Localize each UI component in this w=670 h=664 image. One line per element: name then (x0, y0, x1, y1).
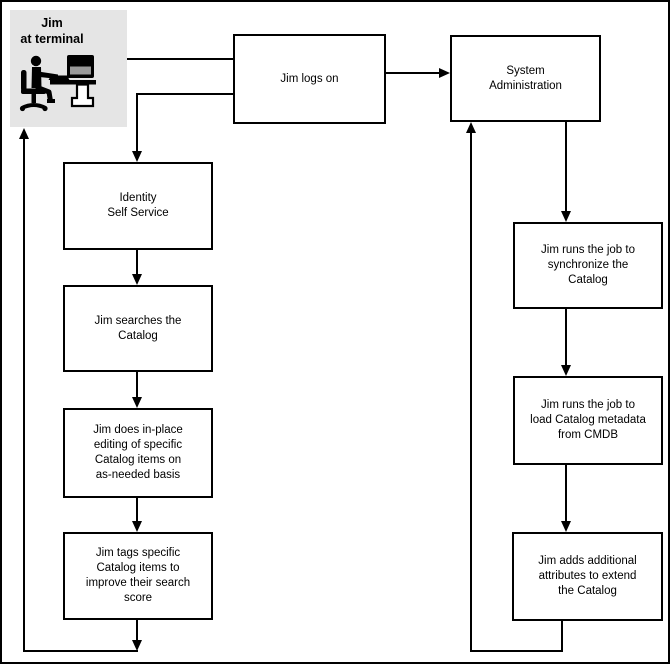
connector-edits-to-tags (136, 498, 138, 522)
connector-searches-to-edits (136, 372, 138, 398)
arrowhead-down-icon (132, 521, 142, 532)
arrowhead-down-icon (132, 640, 142, 651)
arrowhead-down-icon (561, 365, 571, 376)
arrowhead-down-icon (561, 521, 571, 532)
arrowhead-down-icon (561, 211, 571, 222)
arrowhead-right-icon (439, 68, 450, 78)
node-identity-self-service: Identity Self Service (63, 162, 213, 250)
node-jim-at-terminal: Jim at terminal (10, 10, 127, 127)
node-add-attributes: Jim adds additional attributes to extend… (512, 532, 663, 621)
arrowhead-up-icon (19, 128, 29, 139)
connector-terminal-to-logon (90, 58, 233, 60)
person-at-terminal-icon (19, 55, 96, 112)
connector-logon-to-sysadmin (386, 72, 440, 74)
node-jim-inplace-editing: Jim does in-place editing of specific Ca… (63, 408, 213, 498)
connector-return-left-v (23, 139, 25, 652)
connector-add-to-return (561, 621, 563, 652)
node-jim-tags-items: Jim tags specific Catalog items to impro… (63, 532, 213, 620)
arrowhead-up-icon (466, 122, 476, 133)
connector-logon-to-identity-v (136, 94, 138, 152)
connector-load-to-add (565, 465, 567, 522)
connector-return-right-h (470, 650, 563, 652)
connector-return-right-v (470, 133, 472, 652)
connector-logon-to-identity-h (136, 93, 234, 95)
arrowhead-down-icon (132, 397, 142, 408)
node-system-administration: System Administration (450, 35, 601, 122)
connector-identity-to-searches (136, 250, 138, 275)
node-jim-searches-catalog: Jim searches the Catalog (63, 285, 213, 372)
connector-sync-to-load (565, 309, 567, 366)
arrowhead-down-icon (132, 151, 142, 162)
node-synchronize-catalog-job: Jim runs the job to synchronize the Cata… (513, 222, 663, 309)
connector-tags-to-return (136, 620, 138, 641)
node-jim-logs-on: Jim logs on (233, 34, 386, 124)
connector-return-left-h (23, 650, 138, 652)
connector-sysadmin-to-sync (565, 122, 567, 212)
node-load-catalog-metadata-job: Jim runs the job to load Catalog metadat… (513, 376, 663, 465)
terminal-label: Jim at terminal (20, 16, 84, 46)
arrowhead-down-icon (132, 274, 142, 285)
